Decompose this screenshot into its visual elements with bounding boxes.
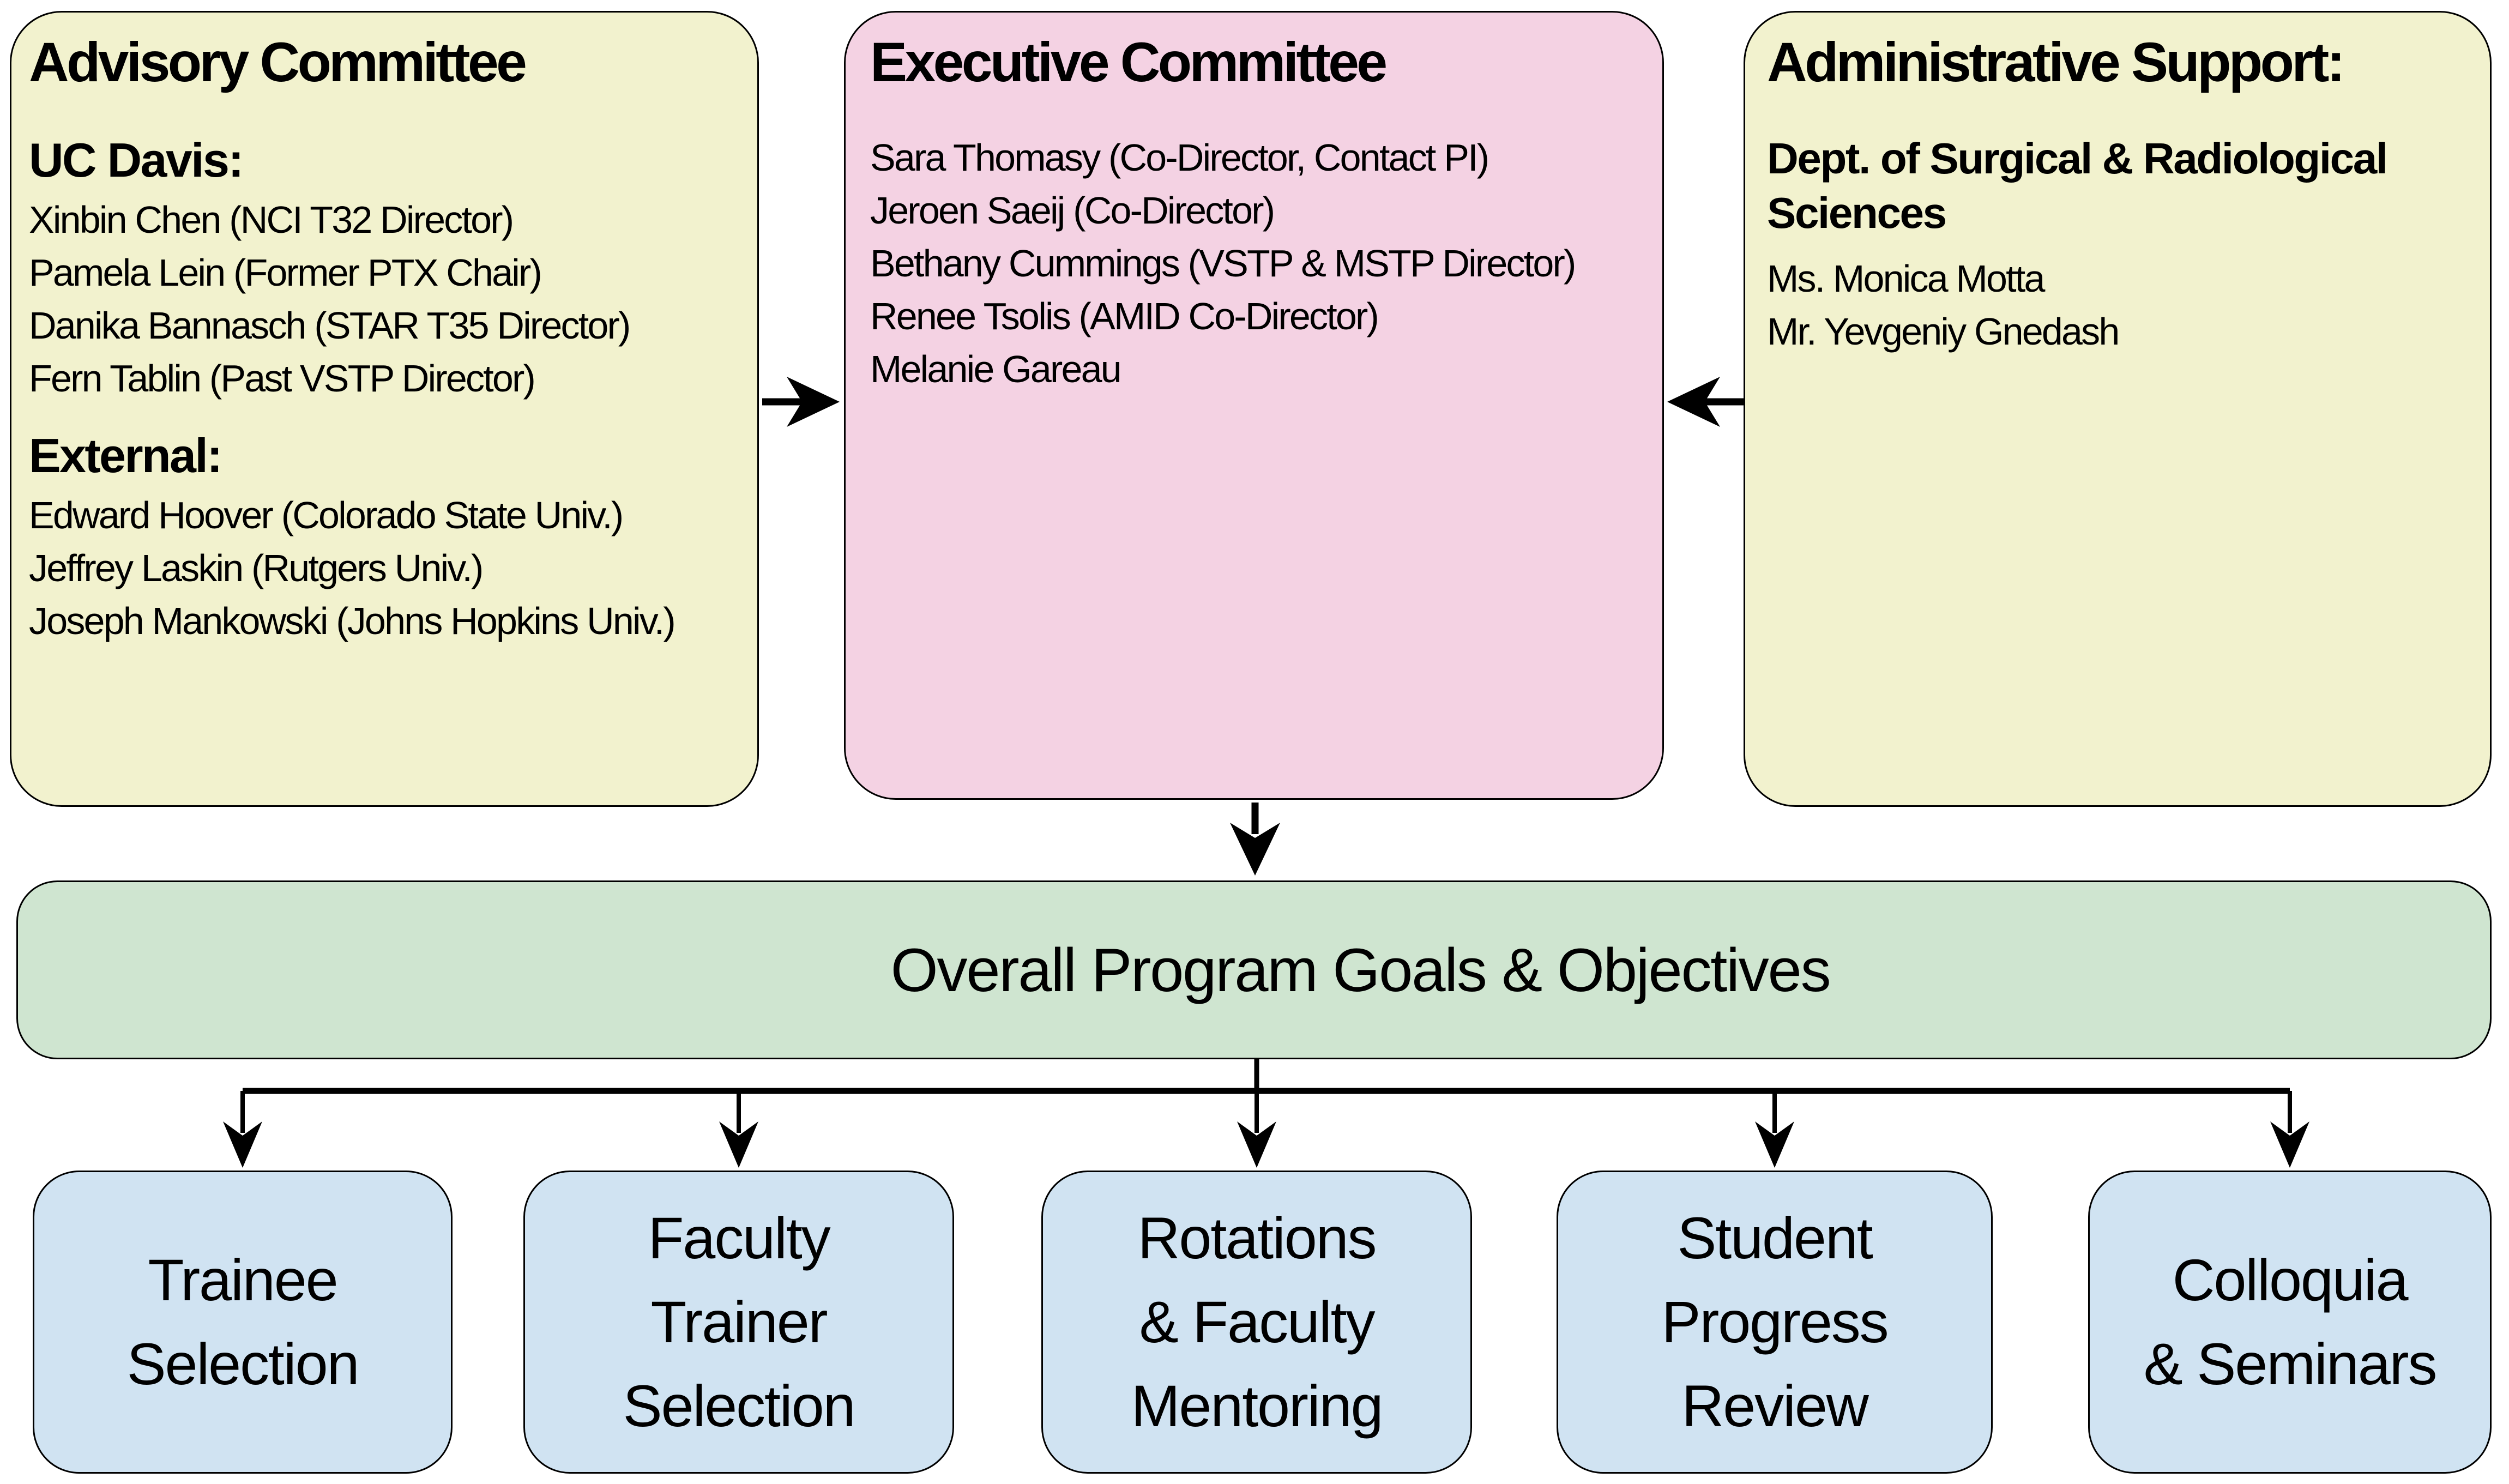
function-box-trainee-selection: Trainee Selection bbox=[33, 1171, 453, 1474]
goals-branch-lines bbox=[243, 1059, 2290, 1094]
arrow-advisory-to-executive-icon bbox=[762, 377, 840, 427]
advisory-committee-title: Advisory Committee bbox=[29, 31, 527, 93]
arrow-goals-to-colloquia-seminars-icon bbox=[2270, 1091, 2309, 1168]
executive-member: Melanie Gareau bbox=[870, 348, 1122, 391]
executive-member: Jeroen Saeij (Co-Director) bbox=[870, 189, 1275, 232]
administrative-support-title: Administrative Support: bbox=[1767, 31, 2345, 93]
goals-label: Overall Program Goals & Objectives bbox=[890, 936, 1831, 1004]
spacer bbox=[1767, 240, 2481, 252]
executive-committee-box: Executive Committee Sara Thomasy (Co-Dir… bbox=[844, 11, 1664, 800]
function-label: Student Progress Review bbox=[1661, 1205, 1889, 1439]
admin-department-name: Dept. of Surgical & Radiological Science… bbox=[1767, 134, 2388, 238]
spacer bbox=[870, 95, 1651, 131]
function-box-faculty-trainer-selection: Faculty Trainer Selection bbox=[523, 1171, 954, 1474]
arrow-goals-to-rotations-mentoring-icon bbox=[1237, 1091, 1276, 1168]
executive-member: Bethany Cummings (VSTP & MSTP Director) bbox=[870, 242, 1576, 285]
advisory-member: Xinbin Chen (NCI T32 Director) bbox=[29, 198, 514, 241]
advisory-member: Danika Bannasch (STAR T35 Director) bbox=[29, 304, 631, 347]
admin-staff-member: Mr. Yevgeniy Gnedash bbox=[1767, 310, 2120, 353]
spacer bbox=[29, 485, 747, 489]
arrow-goals-to-faculty-trainer-selection-icon bbox=[719, 1091, 758, 1168]
function-box-rotations-faculty-mentoring: Rotations & Faculty Mentoring bbox=[1041, 1171, 1472, 1474]
administrative-support-box: Administrative Support: Dept. of Surgica… bbox=[1744, 11, 2492, 807]
function-label: Colloquia & Seminars bbox=[2143, 1247, 2438, 1397]
function-label: Faculty Trainer Selection bbox=[623, 1205, 856, 1439]
group-heading: External: bbox=[29, 428, 222, 482]
advisory-group-external: External: Edward Hoover (Colorado State … bbox=[29, 427, 747, 648]
advisory-member: Joseph Mankowski (Johns Hopkins Univ.) bbox=[29, 599, 676, 642]
advisory-committee-box: Advisory Committee UC Davis: Xinbin Chen… bbox=[10, 11, 759, 807]
function-label: Trainee Selection bbox=[126, 1247, 360, 1397]
executive-member: Renee Tsolis (AMID Co-Director) bbox=[870, 295, 1379, 338]
spacer bbox=[29, 405, 747, 427]
advisory-member: Pamela Lein (Former PTX Chair) bbox=[29, 251, 542, 294]
arrow-executive-to-goals-icon bbox=[1230, 803, 1280, 876]
executive-member: Sara Thomasy (Co-Director, Contact PI) bbox=[870, 136, 1489, 179]
function-box-student-progress-review: Student Progress Review bbox=[1557, 1171, 1993, 1474]
arrow-admin-to-executive-icon bbox=[1667, 377, 1744, 427]
arrow-goals-to-trainee-selection-icon bbox=[223, 1091, 262, 1168]
admin-staff-member: Ms. Monica Motta bbox=[1767, 257, 2045, 300]
advisory-group-uc-davis: UC Davis: Xinbin Chen (NCI T32 Director)… bbox=[29, 131, 747, 405]
advisory-member: Fern Tablin (Past VSTP Director) bbox=[29, 357, 536, 400]
advisory-member: Edward Hoover (Colorado State Univ.) bbox=[29, 493, 624, 536]
spacer bbox=[1767, 95, 2481, 131]
spacer bbox=[29, 189, 747, 194]
arrow-goals-to-student-progress-review-icon bbox=[1755, 1091, 1794, 1168]
spacer bbox=[29, 95, 747, 131]
advisory-member: Jeffrey Laskin (Rutgers Univ.) bbox=[29, 546, 484, 589]
function-label: Rotations & Faculty Mentoring bbox=[1131, 1205, 1384, 1439]
executive-committee-title: Executive Committee bbox=[870, 31, 1388, 93]
goals-bar: Overall Program Goals & Objectives bbox=[16, 880, 2492, 1059]
function-box-colloquia-seminars: Colloquia & Seminars bbox=[2088, 1171, 2492, 1474]
group-heading: UC Davis: bbox=[29, 133, 244, 188]
